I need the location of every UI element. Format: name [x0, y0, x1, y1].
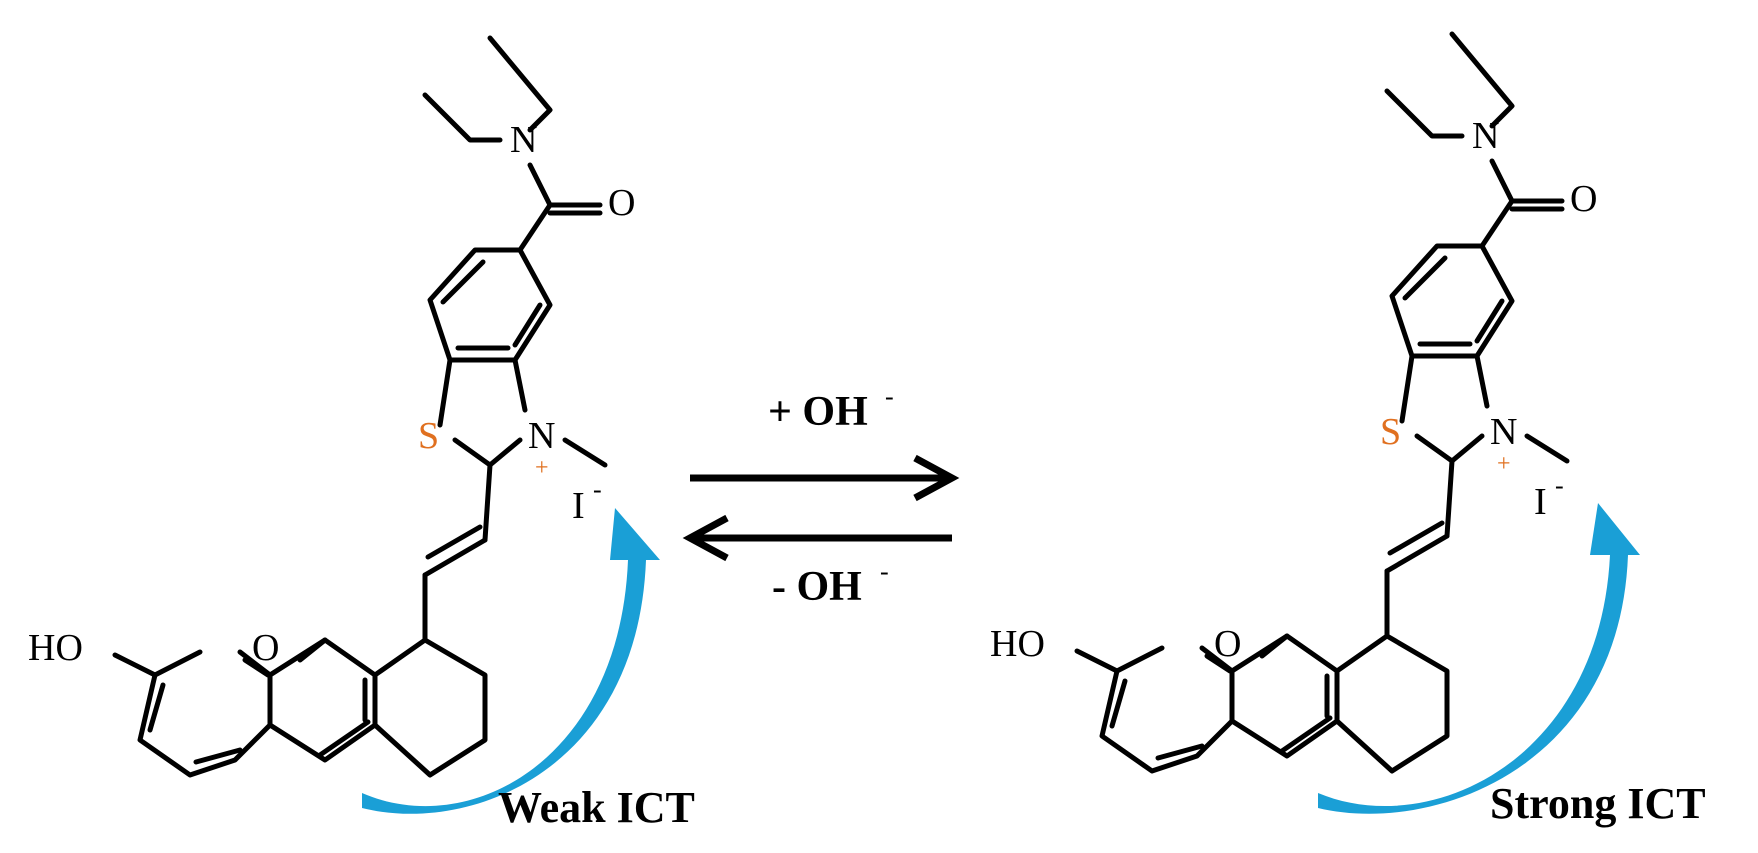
left-ict-label: Weak ICT: [498, 783, 695, 832]
left-molecule: N O S N + I - HO O Weak ICT: [28, 35, 695, 832]
right-iodide-charge: -: [1555, 471, 1564, 500]
right-iodide: I: [1534, 481, 1547, 523]
right-bond-skeleton: [1074, 31, 1570, 774]
right-carbonyl-oxygen: O: [1570, 178, 1597, 220]
right-thiazole-nitrogen: N: [1490, 411, 1517, 453]
forward-reagent-charge: -: [885, 382, 894, 411]
reverse-arrow: [682, 514, 952, 562]
equilibrium-arrows: + OH - - OH -: [682, 382, 960, 610]
left-carbonyl-oxygen: O: [608, 182, 635, 224]
reverse-reagent-charge: -: [880, 557, 889, 586]
right-ict-label: Strong ICT: [1490, 779, 1706, 828]
left-hydroxyl: HO: [28, 627, 83, 669]
left-amide-nitrogen: N: [510, 119, 537, 161]
forward-arrow: [690, 454, 960, 502]
forward-reagent-label: + OH: [768, 389, 868, 435]
left-xanthene-oxygen: O: [252, 627, 279, 669]
right-nitrogen-charge: +: [1497, 451, 1511, 477]
right-molecule: N O S N + I - HO O Strong ICT: [990, 31, 1706, 828]
right-thiazole-sulfur: S: [1380, 411, 1401, 453]
reverse-reagent-label: - OH: [772, 564, 862, 610]
left-thiazole-nitrogen: N: [528, 415, 555, 457]
left-bond-skeleton: [112, 35, 608, 778]
left-iodide-charge: -: [593, 475, 602, 504]
left-thiazole-sulfur: S: [418, 415, 439, 457]
right-ict-arrow: [1318, 503, 1640, 814]
left-iodide: I: [572, 485, 585, 527]
right-hydroxyl: HO: [990, 623, 1045, 665]
right-xanthene-oxygen: O: [1214, 623, 1241, 665]
right-amide-nitrogen: N: [1472, 115, 1499, 157]
left-nitrogen-charge: +: [535, 455, 549, 481]
left-ict-arrow: [362, 508, 660, 814]
